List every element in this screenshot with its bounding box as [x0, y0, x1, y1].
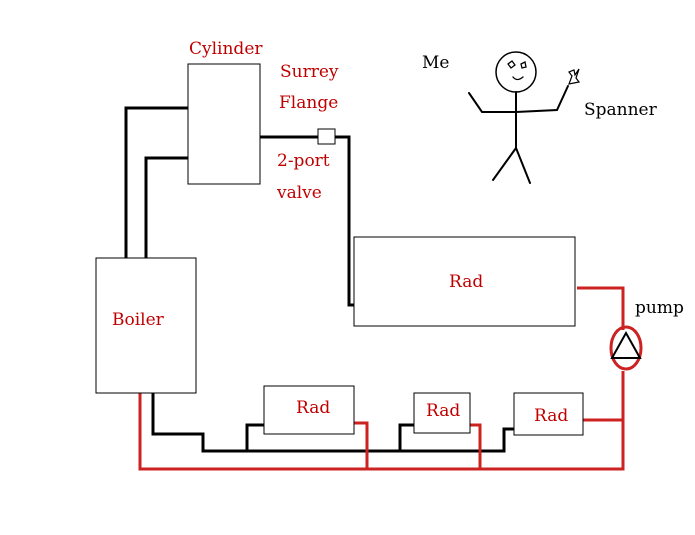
rad-top-box[interactable] — [353, 236, 576, 327]
flow-pipe-bottom — [151, 393, 479, 453]
return-pipe-pump-to-rad — [577, 286, 625, 330]
label-valve: valve — [276, 183, 322, 203]
label-spanner: Spanner — [584, 100, 658, 120]
label-surrey: Surrey — [280, 62, 339, 82]
return-pipe-rad1 — [354, 421, 369, 469]
label-flange: Flange — [279, 93, 338, 113]
flow-pipe-boiler-to-cylinder-outer — [124, 106, 188, 258]
flow-pipe-valve-to-rad — [335, 135, 354, 307]
boiler-box[interactable] — [95, 257, 197, 394]
flow-pipes — [124, 106, 514, 453]
flow-pipe-rad1-drop — [245, 423, 264, 451]
label-rad-3: Rad — [534, 406, 568, 426]
flow-pipe-rad2-drop — [398, 423, 414, 451]
spanner-icon — [568, 68, 581, 85]
cylinder-box[interactable] — [187, 63, 261, 185]
return-pipes — [138, 286, 625, 471]
label-boiler: Boiler — [112, 310, 165, 330]
flow-pipe-boiler-to-cylinder-inner — [144, 156, 188, 258]
stick-figure-left-arm — [468, 92, 517, 113]
return-pipe-main — [138, 393, 625, 471]
rad-2-box[interactable] — [413, 392, 471, 434]
label-pump: pump — [635, 298, 684, 318]
label-rad-1: Rad — [296, 398, 330, 418]
stick-figure-right-arm — [515, 85, 569, 113]
pump[interactable] — [609, 325, 643, 371]
pump-casing — [609, 325, 643, 371]
two-port-valve[interactable] — [317, 128, 336, 145]
stick-figure-face-icon — [507, 60, 527, 81]
pump-triangle-icon — [610, 330, 642, 359]
flow-pipe-rad3-drop — [479, 427, 514, 453]
stick-figure — [468, 51, 569, 184]
label-me: Me — [422, 53, 449, 73]
return-pipe-rad2 — [470, 423, 482, 469]
label-cylinder: Cylinder — [189, 39, 263, 59]
label-two-port: 2-port — [277, 151, 330, 171]
rad-1-box[interactable] — [263, 385, 355, 435]
rad-3-box[interactable] — [513, 392, 584, 436]
label-rad-2: Rad — [426, 401, 460, 421]
stick-figure-head — [495, 51, 537, 93]
stick-figure-legs — [492, 145, 531, 184]
label-rad-top: Rad — [449, 272, 483, 292]
